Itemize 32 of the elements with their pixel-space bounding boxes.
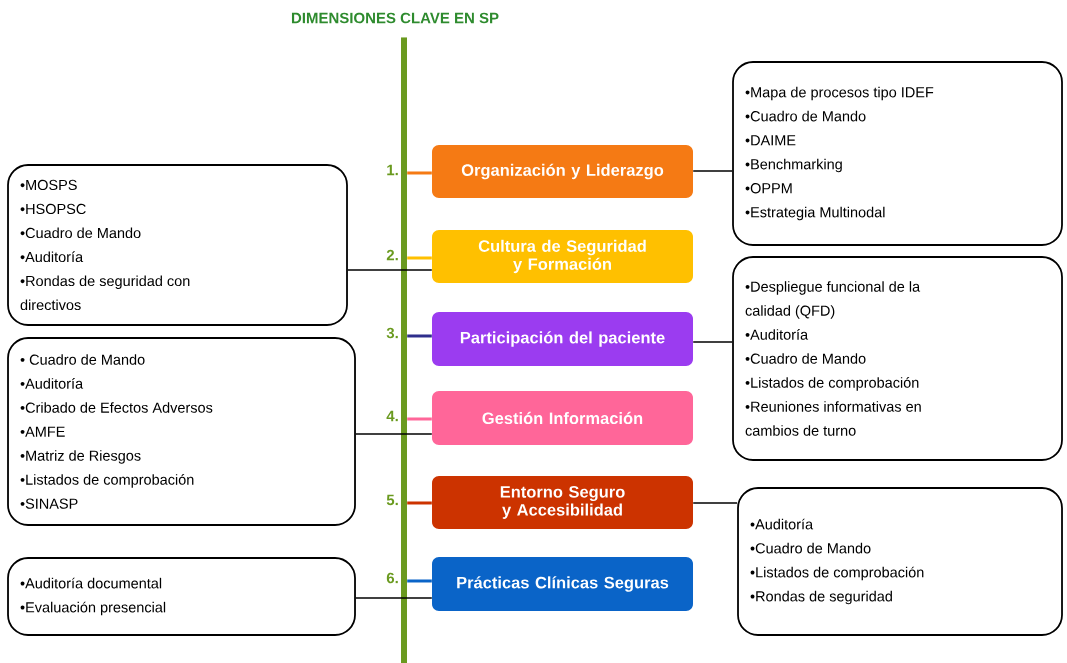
dimension-box: Organización y Liderazgo — [432, 145, 693, 198]
step-number: 5. — [386, 494, 398, 506]
connector-line — [347, 269, 433, 271]
connector-line — [692, 502, 738, 504]
connector-line — [407, 579, 432, 583]
connector-line — [355, 597, 433, 599]
step-number: 6. — [386, 572, 398, 584]
tool-list-box: •Auditoría documental •Evaluación presencial — [7, 557, 356, 636]
connector-line — [407, 171, 432, 175]
title: DIMENSIONES CLAVE EN SP — [291, 12, 499, 24]
dimension-box: Entorno Seguro y Accesibilidad — [432, 476, 693, 529]
connector-line — [407, 417, 432, 421]
connector-line — [407, 256, 432, 260]
step-number: 3. — [386, 327, 398, 339]
tool-list-box: •Auditoría •Cuadro de Mando •Listados de comprobación •Rondas de seguridad — [737, 487, 1063, 636]
tool-list-box: •Despliegue funcional de la calidad (QFD) •Auditoría •Cuadro de Mando •Listados de comprobación •Reuniones informativas en cambios de turno — [732, 256, 1063, 461]
step-number: 2. — [386, 249, 398, 261]
step-number: 4. — [386, 410, 398, 422]
connector-line — [407, 501, 432, 505]
tool-list-box: • Cuadro de Mando •Auditoría •Cribado de Efectos Adversos •AMFE •Matriz de Riesgos •Listados de comprobación •SINASP — [7, 337, 356, 526]
step-number: 1. — [387, 164, 398, 176]
connector-line — [355, 433, 433, 435]
connector-line — [692, 170, 733, 172]
dimension-box: Cultura de Seguridad y Formación — [432, 230, 693, 283]
connector-line — [407, 334, 432, 338]
tool-list-box: •Mapa de procesos tipo IDEF •Cuadro de Mando •DAIME •Benchmarking •OPPM •Estrategia Multinodal — [732, 61, 1063, 246]
dimension-box: Prácticas Clínicas Seguras — [432, 557, 693, 611]
dimension-box: Participación del paciente — [432, 312, 693, 366]
tool-list-box: •MOSPS •HSOPSC •Cuadro de Mando •Auditoría •Rondas de seguridad con directivos — [7, 164, 348, 326]
dimension-box: Gestión Información — [432, 391, 693, 445]
timeline-bar — [401, 37, 407, 663]
connector-line — [692, 341, 733, 343]
